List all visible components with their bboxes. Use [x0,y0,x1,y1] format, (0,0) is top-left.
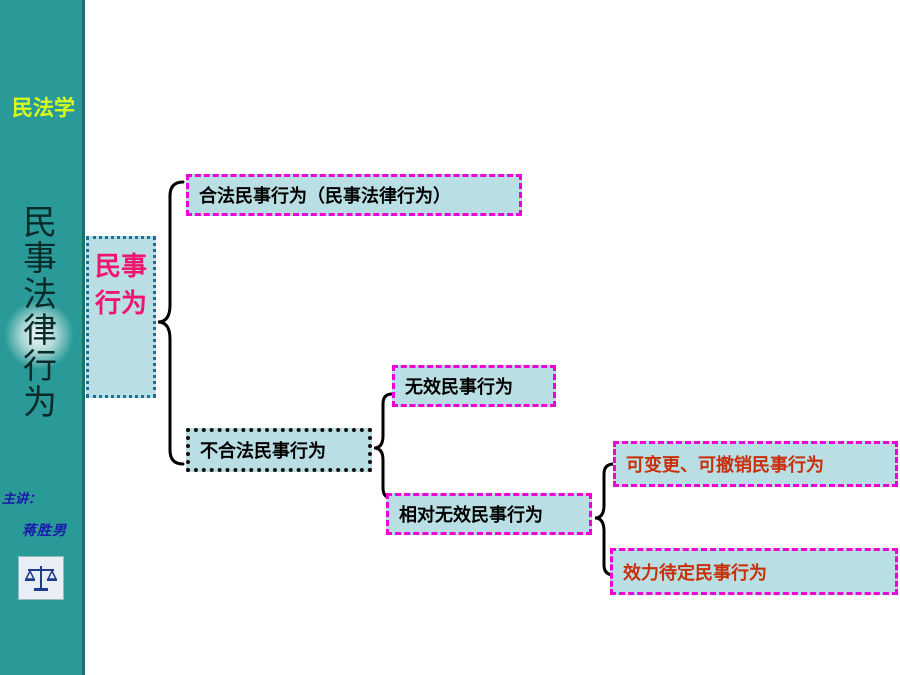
node-pending-label: 效力待定民事行为 [623,562,767,584]
node-revocable-civil-act: 可变更、可撤销民事行为 [613,441,898,487]
node-illegal-civil-act: 不合法民事行为 [186,428,372,472]
brace-illegal [373,392,394,500]
node-legal-label: 合法民事行为（民事法律行为） [199,186,451,207]
node-void-label: 无效民事行为 [405,377,513,398]
lecturer-name: 蒋胜男 [22,523,67,539]
sidebar-divider [82,0,85,675]
node-relatively-void-civil-act: 相对无效民事行为 [386,493,592,535]
node-pending-effect-civil-act: 效力待定民事行为 [610,548,898,595]
node-illegal-label: 不合法民事行为 [200,441,326,462]
node-void-civil-act: 无效民事行为 [392,365,556,407]
brace-relative-void [594,462,616,577]
node-legal-civil-act: 合法民事行为（民事法律行为） [186,174,522,216]
root-node-label: 民事行为 [94,252,147,319]
course-subject: 民法学 [12,95,75,120]
scales-of-justice-icon [18,556,64,600]
node-revocable-label: 可变更、可撤销民事行为 [626,455,824,476]
lecturer-label: 主讲： [2,492,42,507]
node-relatively-void-label: 相对无效民事行为 [399,505,543,526]
chapter-title: 民事法律行为 [23,203,57,423]
brace-root [157,180,185,466]
glow-decoration [4,300,74,370]
root-node-civil-act: 民事行为 [86,236,156,398]
